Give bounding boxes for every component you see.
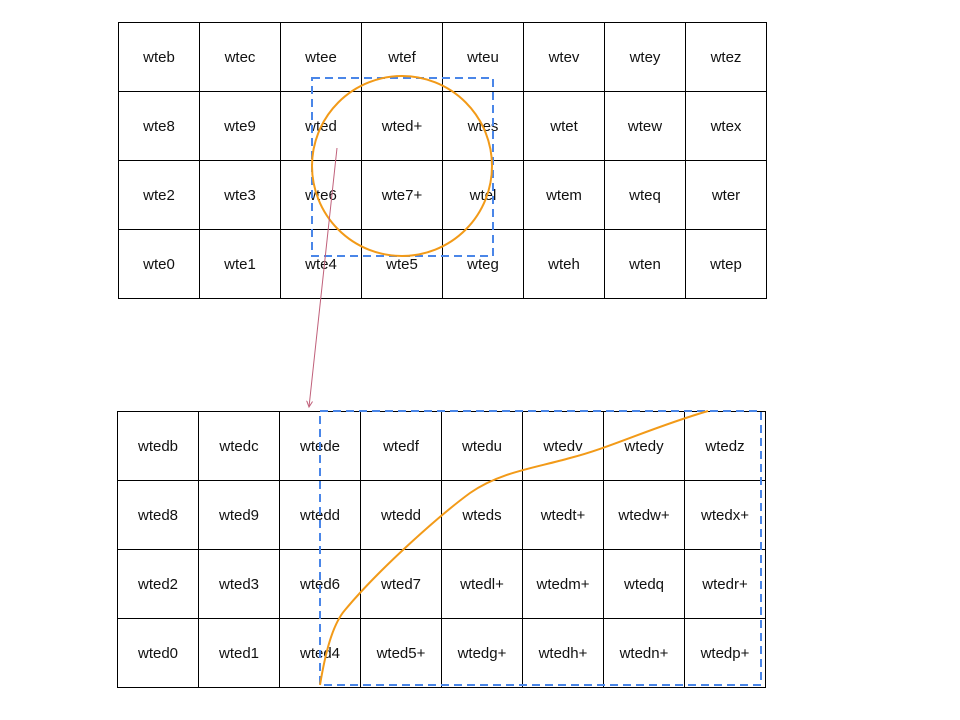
geohash-cell: wtew — [604, 91, 686, 161]
geohash-cell: wtedd — [279, 480, 361, 550]
geohash-cell: wtec — [199, 22, 281, 92]
geohash-cell: wted7 — [360, 549, 442, 619]
geohash-cell: wte3 — [199, 160, 281, 230]
geohash-cell: wtedw+ — [603, 480, 685, 550]
geohash-cell: wtede — [279, 411, 361, 481]
geohash-cell: wtet — [523, 91, 605, 161]
geohash-cell: wted8 — [117, 480, 199, 550]
geohash-cell: wteu — [442, 22, 524, 92]
geohash-cell: wte9 — [199, 91, 281, 161]
geohash-cell: wtedc — [198, 411, 280, 481]
geohash-cell: wtedv — [522, 411, 604, 481]
geohash-cell: wtedt+ — [522, 480, 604, 550]
geohash-cell: wtee — [280, 22, 362, 92]
geohash-cell: wte4 — [280, 229, 362, 299]
geohash-cell: wtedl+ — [441, 549, 523, 619]
geohash-cell: wted+ — [361, 91, 443, 161]
geohash-cell: wtev — [523, 22, 605, 92]
geohash-cell: wted4 — [279, 618, 361, 688]
geohash-cell: wtes — [442, 91, 524, 161]
geohash-cell: wtez — [685, 22, 767, 92]
geohash-cell: wtedy — [603, 411, 685, 481]
geohash-cell: wtex — [685, 91, 767, 161]
geohash-cell: wtedu — [441, 411, 523, 481]
geohash-cell: wted9 — [198, 480, 280, 550]
geohash-cell: wteds — [441, 480, 523, 550]
geohash-cell: wtey — [604, 22, 686, 92]
geohash-cell: wteg — [442, 229, 524, 299]
geohash-cell: wte1 — [199, 229, 281, 299]
geohash-cell: wtedm+ — [522, 549, 604, 619]
geohash-cell: wted6 — [279, 549, 361, 619]
geohash-cell: wte8 — [118, 91, 200, 161]
geohash-cell: wtedz — [684, 411, 766, 481]
geohash-cell: wte5 — [361, 229, 443, 299]
geohash-cell: wtedn+ — [603, 618, 685, 688]
geohash-cell: wtedq — [603, 549, 685, 619]
geohash-cell: wter — [685, 160, 767, 230]
geohash-cell: wted0 — [117, 618, 199, 688]
geohash-cell: wtedb — [117, 411, 199, 481]
geohash-cell: wted3 — [198, 549, 280, 619]
geohash-cell: wted1 — [198, 618, 280, 688]
geohash-cell: wted5+ — [360, 618, 442, 688]
geohash-cell: wteb — [118, 22, 200, 92]
geohash-cell: wtep — [685, 229, 767, 299]
geohash-cell: wtedg+ — [441, 618, 523, 688]
geohash-cell: wteh — [523, 229, 605, 299]
geohash-cell: wted — [280, 91, 362, 161]
geohash-cell: wtedr+ — [684, 549, 766, 619]
geohash-cell: wte7+ — [361, 160, 443, 230]
geohash-cell: wtedd — [360, 480, 442, 550]
geohash-cell: wtem — [523, 160, 605, 230]
geohash-cell: wtedf — [360, 411, 442, 481]
geohash-cell: wte6 — [280, 160, 362, 230]
geohash-cell: wted2 — [117, 549, 199, 619]
geohash-cell: wte2 — [118, 160, 200, 230]
geohash-cell: wteq — [604, 160, 686, 230]
geohash-cell: wte0 — [118, 229, 200, 299]
geohash-cell: wtedh+ — [522, 618, 604, 688]
geohash-cell: wtef — [361, 22, 443, 92]
geohash-cell: wtedp+ — [684, 618, 766, 688]
geohash-cell: wten — [604, 229, 686, 299]
geohash-cell: wtedx+ — [684, 480, 766, 550]
geohash-cell: wtel — [442, 160, 524, 230]
